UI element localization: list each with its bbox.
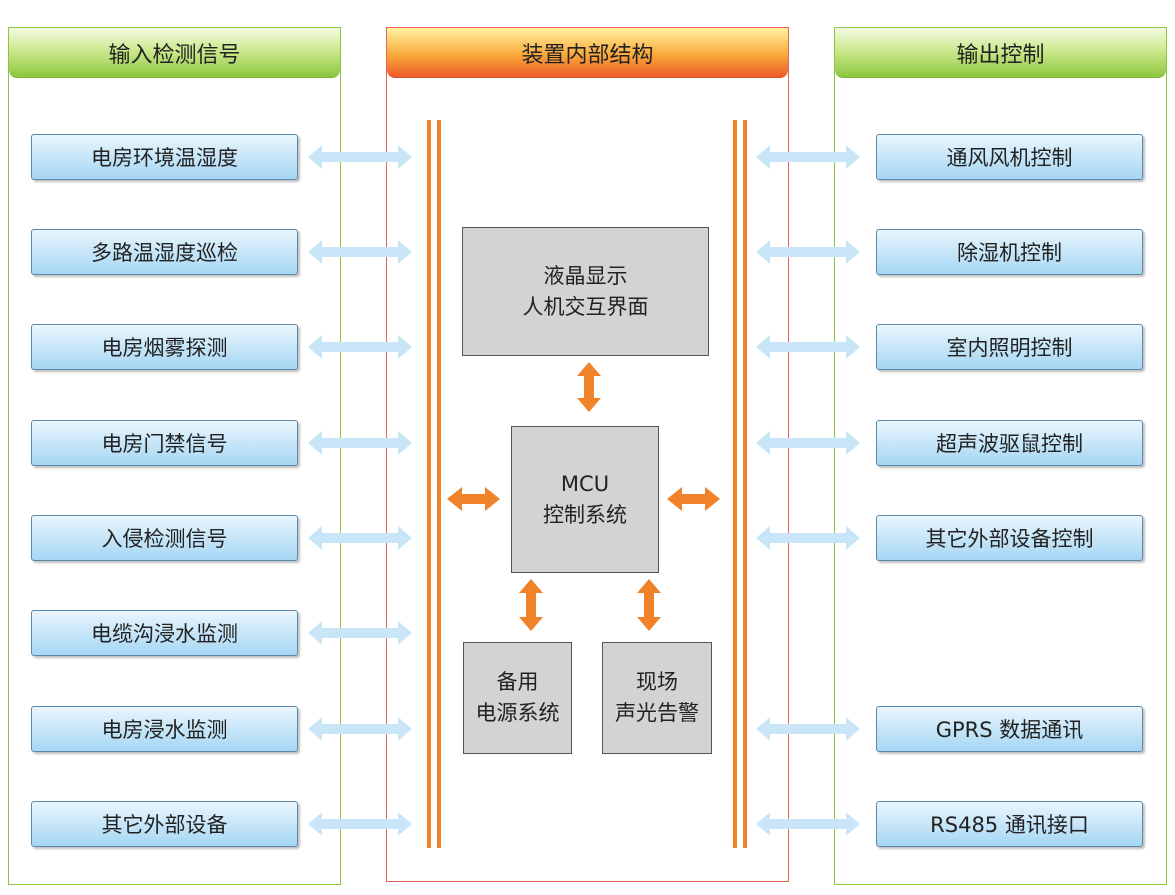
lcd-line2: 人机交互界面 xyxy=(522,294,649,319)
input-panel: 输入检测信号 xyxy=(8,27,341,885)
mcu-box: MCU 控制系统 xyxy=(511,426,659,573)
device-structure-panel: 装置内部结构 xyxy=(386,27,789,882)
lcd-line1: 液晶显示 xyxy=(543,263,628,288)
double-arrow-icon xyxy=(308,812,412,836)
double-arrow-icon xyxy=(756,335,860,359)
output-item: 其它外部设备控制 xyxy=(876,515,1143,561)
output-item: GPRS 数据通讯 xyxy=(876,706,1143,752)
output-panel-title: 输出控制 xyxy=(835,28,1166,78)
output-item: 室内照明控制 xyxy=(876,324,1143,370)
internal-arrows xyxy=(447,362,720,631)
power-line2: 电源系统 xyxy=(475,701,560,725)
left-blue-arrows xyxy=(308,145,412,836)
double-arrow-icon xyxy=(756,431,860,455)
output-item: 超声波驱鼠控制 xyxy=(876,420,1143,466)
output-item: 通风风机控制 xyxy=(876,134,1143,180)
input-item: 多路温湿度巡检 xyxy=(31,229,298,275)
mcu-line2: 控制系统 xyxy=(543,502,627,527)
mcu-line1: MCU xyxy=(560,471,610,496)
alarm-box: 现场 声光告警 xyxy=(602,642,712,754)
input-item: 电缆沟浸水监测 xyxy=(31,610,298,656)
alarm-line1: 现场 xyxy=(636,670,678,694)
power-line1: 备用 xyxy=(496,670,539,694)
lcd-mcu-arrow-icon xyxy=(577,362,601,412)
input-panel-title: 输入检测信号 xyxy=(9,28,340,78)
left-bus-line xyxy=(437,120,441,848)
right-blue-arrows xyxy=(756,145,860,836)
input-item: 其它外部设备 xyxy=(31,801,298,847)
right-bus-line xyxy=(743,120,747,848)
output-item: 除湿机控制 xyxy=(876,229,1143,275)
alarm-line2: 声光告警 xyxy=(615,701,699,725)
double-arrow-icon xyxy=(308,431,412,455)
left-bus-line xyxy=(427,120,431,848)
input-item: 电房门禁信号 xyxy=(31,420,298,466)
mcu-bus-right-arrow-icon xyxy=(667,487,720,511)
output-panel: 输出控制 xyxy=(834,27,1167,885)
input-item: 电房浸水监测 xyxy=(31,706,298,752)
double-arrow-icon xyxy=(756,145,860,169)
double-arrow-icon xyxy=(308,717,412,741)
mcu-power-arrow-icon xyxy=(519,579,543,631)
backup-power-box: 备用 电源系统 xyxy=(463,642,572,754)
output-item: RS485 通讯接口 xyxy=(876,801,1143,847)
double-arrow-icon xyxy=(756,812,860,836)
input-item: 电房环境温湿度 xyxy=(31,134,298,180)
double-arrow-icon xyxy=(308,335,412,359)
double-arrow-icon xyxy=(308,526,412,550)
mcu-alarm-arrow-icon xyxy=(637,579,661,631)
right-bus-line xyxy=(733,120,737,848)
double-arrow-icon xyxy=(308,145,412,169)
double-arrow-icon xyxy=(756,526,860,550)
double-arrow-icon xyxy=(756,240,860,264)
bus-mcu-left-arrow-icon xyxy=(447,487,500,511)
double-arrow-icon xyxy=(756,717,860,741)
double-arrow-icon xyxy=(308,621,412,645)
lcd-hmi-box: 液晶显示 人机交互界面 xyxy=(462,227,709,356)
input-item: 入侵检测信号 xyxy=(31,515,298,561)
double-arrow-icon xyxy=(308,240,412,264)
device-structure-title: 装置内部结构 xyxy=(387,28,788,78)
input-item: 电房烟雾探测 xyxy=(31,324,298,370)
